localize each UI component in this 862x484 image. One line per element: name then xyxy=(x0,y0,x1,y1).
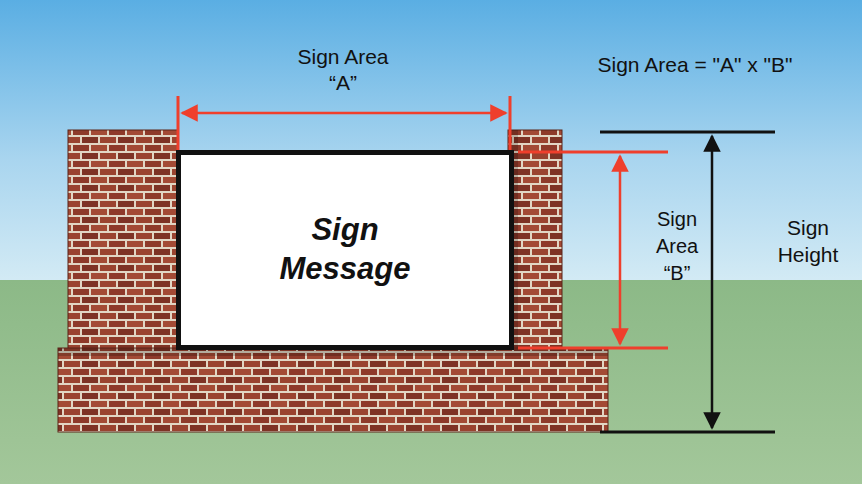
extension-line xyxy=(600,431,775,434)
dimension-label: Sign Area “B” xyxy=(648,206,706,287)
sign-message: Sign Message xyxy=(270,211,420,289)
right-pillar-edge xyxy=(508,130,562,352)
area-formula: Sign Area = "A" x "B" xyxy=(540,52,850,78)
dimension-arrow xyxy=(619,156,622,344)
dimension-arrow xyxy=(182,112,506,115)
base-edge xyxy=(58,348,608,432)
dimension-label: Sign Area “A” xyxy=(283,44,403,96)
extension-line xyxy=(600,131,775,134)
right-pillar xyxy=(508,130,562,352)
extension-line xyxy=(518,151,668,154)
sign-panel: Sign Message xyxy=(176,150,514,350)
brick-base xyxy=(58,348,608,432)
dimension-arrow xyxy=(711,136,714,428)
left-pillar xyxy=(68,130,178,352)
left-pillar-edge xyxy=(68,130,178,352)
dimension-label: Sign Height xyxy=(768,214,848,268)
extension-line xyxy=(518,347,668,350)
